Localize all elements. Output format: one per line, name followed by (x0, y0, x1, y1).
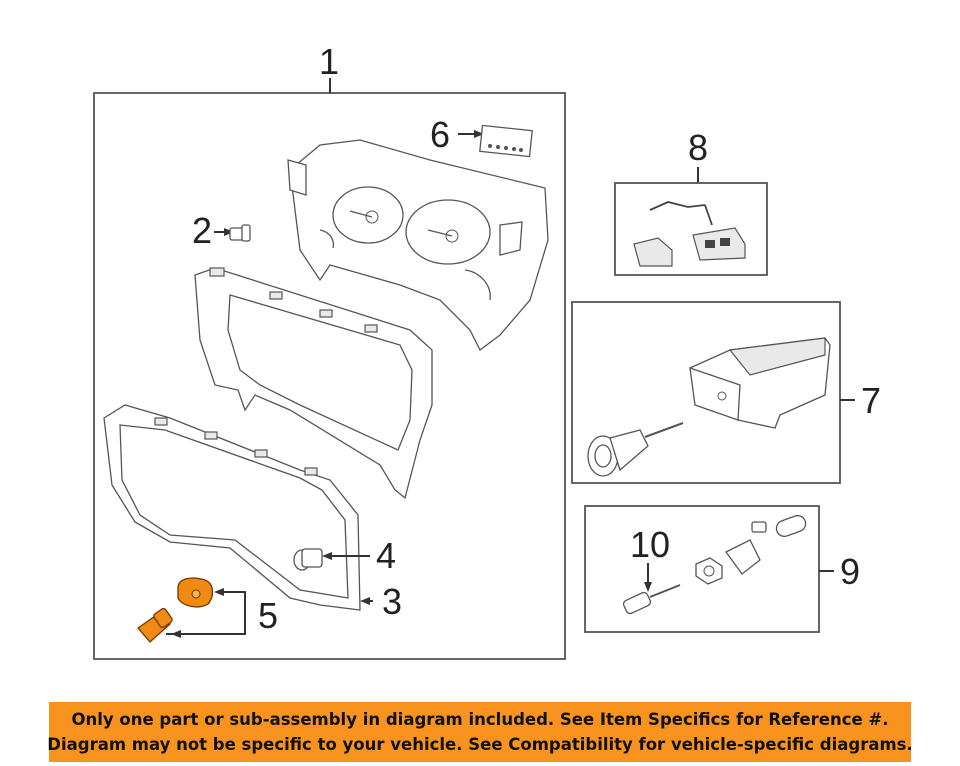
callout-7: 7 (861, 380, 881, 421)
disclaimer-banner: Only one part or sub-assembly in diagram… (47, 702, 913, 762)
bulb-socket-item-10 (622, 584, 681, 615)
switch-assembly-box (614, 182, 768, 276)
callout-5: 5 (258, 595, 278, 636)
callout-2: 2 (192, 210, 212, 251)
parts-diagram: 1 6 2 (93, 41, 881, 660)
indicator-lamp-board (479, 124, 533, 158)
callout-1: 1 (319, 41, 339, 82)
bulb-kit-box (584, 505, 820, 633)
ashtray-housing (689, 337, 831, 429)
disclaimer-line-1: Only one part or sub-assembly in diagram… (71, 710, 889, 729)
mounting-screw (229, 224, 251, 242)
cluster-trim-bezel (103, 404, 361, 611)
nut-bracket-bulb-kit (695, 514, 807, 585)
callout-8: 8 (688, 127, 708, 168)
callout-10: 10 (630, 524, 670, 565)
callout-9: 9 (840, 551, 860, 592)
disclaimer-line-2: Diagram may not be specific to your vehi… (47, 735, 913, 754)
callout-6: 6 (430, 114, 450, 155)
callout-4: 4 (376, 535, 396, 576)
switch-with-harness (633, 201, 746, 267)
instrument-cluster (287, 139, 549, 351)
callout-3: 3 (382, 581, 402, 622)
cigar-lighter (587, 422, 684, 477)
bulb-and-socket-highlighted (137, 577, 214, 643)
ashtray-lighter-box (571, 301, 841, 484)
cluster-housing (194, 267, 433, 500)
lamp-socket (293, 548, 323, 571)
